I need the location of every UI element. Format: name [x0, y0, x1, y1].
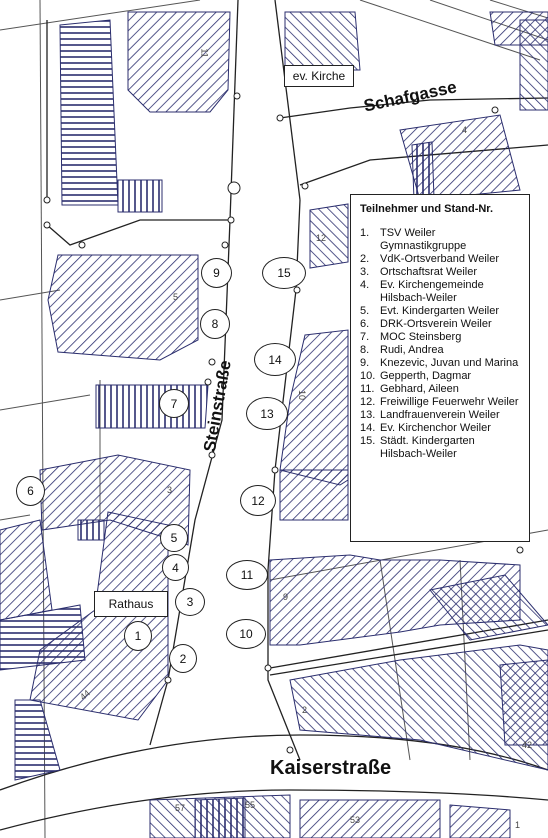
house-number: 4: [462, 125, 468, 135]
house-number: 1: [515, 820, 521, 830]
legend-item: 3. Ortschaftsrat Weiler: [360, 266, 521, 279]
legend-item: 5. Evt. Kindergarten Weiler: [360, 305, 521, 318]
legend-item: 8. Rudi, Andrea: [360, 344, 521, 357]
house-number: 55: [245, 800, 256, 810]
house-number: 57: [175, 803, 186, 813]
legend-item-text: Freiwillige Feuerwehr Weiler: [380, 396, 519, 408]
legend-item-number: 9.: [360, 357, 370, 369]
stand-marker-7[interactable]: 7: [159, 389, 189, 418]
legend-item-number: 12.: [360, 396, 376, 408]
legend-item-text: VdK-Ortsverband Weiler: [380, 253, 500, 265]
stand-marker-12[interactable]: 12: [240, 485, 276, 516]
stand-marker-3[interactable]: 3: [175, 588, 205, 616]
legend-item: 6. DRK-Ortsverein Weiler: [360, 318, 521, 331]
house-number: 53: [350, 815, 361, 825]
legend-item: 4. Ev. Kirchengemeinde Hilsbach-Weiler: [360, 279, 521, 305]
legend-item-text: Städt. Kindergarten Hilsbach-Weiler: [380, 435, 475, 460]
house-number: 42: [522, 740, 533, 750]
legend-item: 12. Freiwillige Feuerwehr Weiler: [360, 396, 521, 409]
stand-marker-11[interactable]: 11: [226, 560, 268, 590]
legend-item: 15. Städt. Kindergarten Hilsbach-Weiler: [360, 435, 521, 461]
legend-list: 1. TSV Weiler Gymnastikgruppe 2. VdK-Ortsv…: [360, 227, 521, 461]
legend-item-number: 13.: [360, 409, 376, 421]
stand-marker-6[interactable]: 6: [16, 476, 45, 506]
legend-item: 10. Gepperth, Dagmar: [360, 370, 521, 383]
house-number: 2: [302, 705, 308, 715]
stand-marker-2[interactable]: 2: [169, 644, 197, 673]
legend-item-number: 10.: [360, 370, 376, 382]
legend-item-number: 6.: [360, 318, 370, 330]
legend-item-text: DRK-Ortsverein Weiler: [380, 318, 492, 330]
legend-item: 11. Gebhard, Aileen: [360, 383, 521, 396]
house-number: 9: [283, 592, 289, 602]
legend-item-text: Ortschaftsrat Weiler: [380, 266, 477, 278]
legend-item-number: 3.: [360, 266, 370, 278]
legend-item-number: 8.: [360, 344, 370, 356]
buildings: [0, 11, 548, 838]
legend-item-text: MOC Steinsberg: [380, 331, 462, 343]
street-name-kaiserstrasse: Kaiserstraße: [270, 757, 392, 779]
stand-marker-13[interactable]: 13: [246, 397, 288, 430]
stand-marker-9[interactable]: 9: [201, 258, 232, 288]
legend-item-number: 4.: [360, 279, 370, 291]
church-label: ev. Kirche: [284, 65, 354, 87]
legend-item: 9. Knezevic, Juvan und Marina: [360, 357, 521, 370]
legend-item-text: TSV Weiler Gymnastikgruppe: [380, 227, 467, 252]
legend-item-number: 1.: [360, 227, 370, 239]
survey-points: [43, 92, 524, 754]
house-number: 11: [199, 48, 210, 58]
legend-item-number: 5.: [360, 305, 370, 317]
legend-item-text: Rudi, Andrea: [380, 344, 444, 356]
legend-item-number: 14.: [360, 422, 376, 434]
legend-item: 7. MOC Steinsberg: [360, 331, 521, 344]
legend-item-text: Knezevic, Juvan und Marina: [380, 357, 519, 369]
stand-marker-15[interactable]: 15: [262, 257, 306, 289]
stand-marker-8[interactable]: 8: [200, 309, 230, 339]
legend-item-number: 15.: [360, 435, 376, 447]
stand-marker-1[interactable]: 1: [124, 621, 152, 651]
legend-item-number: 11.: [360, 383, 375, 395]
legend-item: 2. VdK-Ortsverband Weiler: [360, 253, 521, 266]
house-number: 12: [316, 233, 327, 243]
legend-panel: Teilnehmer und Stand-Nr. 1. TSV Weiler Gy…: [350, 194, 530, 542]
legend-item-number: 2.: [360, 253, 370, 265]
stand-marker-4[interactable]: 4: [162, 554, 189, 581]
townhall-label: Rathaus: [94, 591, 168, 617]
legend-item-text: Gebhard, Aileen: [380, 383, 459, 395]
legend-item: 13. Landfrauenverein Weiler: [360, 409, 521, 422]
house-number: 10: [297, 389, 308, 401]
stand-marker-10[interactable]: 10: [226, 619, 266, 649]
stand-marker-14[interactable]: 14: [254, 343, 296, 376]
stand-marker-5[interactable]: 5: [160, 524, 188, 552]
legend-item: 1. TSV Weiler Gymnastikgruppe: [360, 227, 521, 253]
legend-item-text: Ev. Kirchengemeinde Hilsbach-Weiler: [380, 279, 484, 304]
legend-title: Teilnehmer und Stand-Nr.: [360, 203, 494, 215]
house-number: 3: [167, 485, 173, 495]
legend-item-text: Evt. Kindergarten Weiler: [380, 305, 500, 317]
legend-item-number: 7.: [360, 331, 370, 343]
house-number: 5: [173, 292, 179, 302]
legend-item: 14. Ev. Kirchenchor Weiler: [360, 422, 521, 435]
legend-item-text: Gepperth, Dagmar: [380, 370, 472, 382]
legend-item-text: Ev. Kirchenchor Weiler: [380, 422, 491, 434]
legend-item-text: Landfrauenverein Weiler: [380, 409, 500, 421]
